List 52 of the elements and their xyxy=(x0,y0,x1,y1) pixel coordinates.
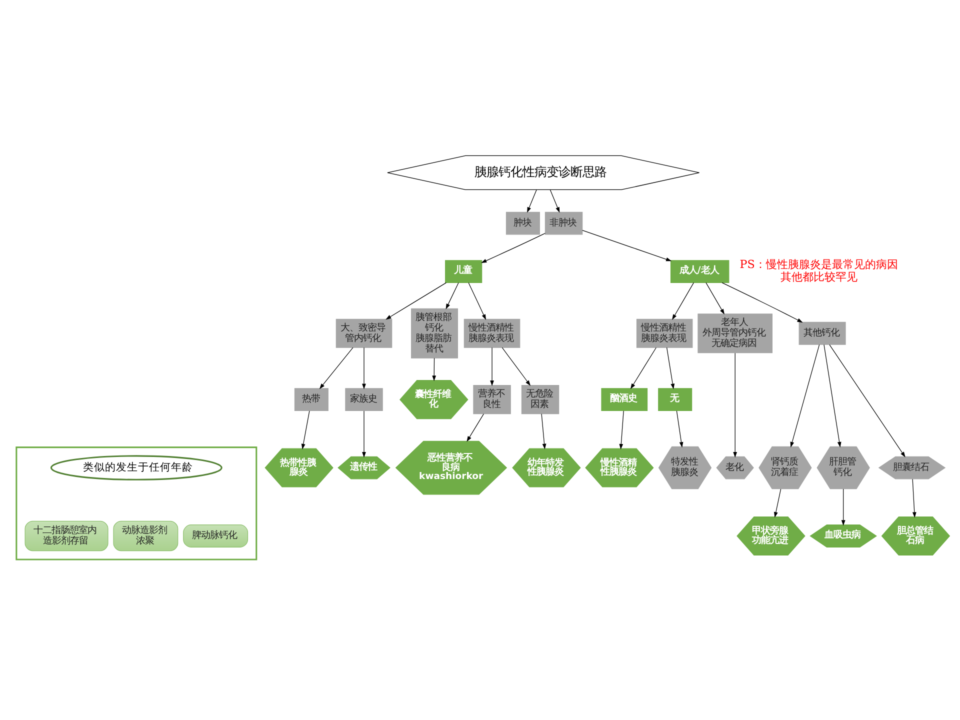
node-box: 热带 xyxy=(294,388,328,411)
arrow xyxy=(666,347,674,390)
arrow xyxy=(721,282,802,323)
node-box: 慢性酒精性胰腺炎表现 xyxy=(463,318,520,348)
label: PS：慢性胰腺炎是最常见的病因其他都比较罕见 xyxy=(739,258,898,284)
node-box: 非肿块 xyxy=(544,212,582,235)
node-box: 其他钙化 xyxy=(798,322,846,345)
arrow xyxy=(790,344,820,448)
arrow xyxy=(840,488,845,526)
arrow xyxy=(480,232,546,264)
node-box: 儿童 xyxy=(444,260,482,283)
node-box: 动脉造影剂浓聚 xyxy=(112,520,178,552)
node-box: 老年人 外周导管内钙化 无确定病因 xyxy=(697,314,772,354)
arrow xyxy=(318,347,353,390)
arrow xyxy=(823,344,841,448)
arrow xyxy=(732,352,737,458)
node-box: 胰管根部钙化 胰腺脂肪替代 xyxy=(410,308,458,358)
arrow xyxy=(540,414,546,450)
arrow xyxy=(385,282,446,320)
node-box: 无危险因素 xyxy=(520,385,559,414)
node-box: 大、致密导管内钙化 xyxy=(335,318,392,348)
node-box: 酗酒史 xyxy=(600,388,648,411)
node-box: 十二指肠憩室内造影剂存留 xyxy=(24,520,108,552)
arrow xyxy=(501,347,530,386)
arrow xyxy=(300,410,310,450)
arrow xyxy=(828,344,905,458)
arrow xyxy=(582,230,672,262)
node-box: 营养不良性 xyxy=(472,385,510,414)
arrow xyxy=(526,189,536,213)
arrow xyxy=(676,410,683,448)
node-box: 肿块 xyxy=(505,212,540,235)
arrow xyxy=(705,282,724,315)
arrow xyxy=(490,347,494,386)
arrow xyxy=(618,410,624,450)
node-box: 慢性酒精性胰腺炎表现 xyxy=(636,318,692,348)
arrow xyxy=(549,189,560,213)
arrow xyxy=(432,358,436,382)
node-box: 脾动脉钙化 xyxy=(182,524,248,548)
arrow xyxy=(468,282,486,320)
node-box: 无 xyxy=(658,388,692,411)
arrow xyxy=(362,347,366,390)
cluster xyxy=(15,446,257,560)
arrow xyxy=(630,347,656,390)
arrow xyxy=(912,478,916,518)
arrow xyxy=(445,282,458,310)
arrow xyxy=(362,410,366,458)
node-box: 成人/老人 xyxy=(670,260,729,283)
node-box: 家族史 xyxy=(344,388,382,411)
node-ellipse: 类似的发生于任何年龄 xyxy=(50,455,222,480)
arrow xyxy=(672,282,694,320)
arrow xyxy=(773,488,781,518)
arrow xyxy=(466,414,484,442)
